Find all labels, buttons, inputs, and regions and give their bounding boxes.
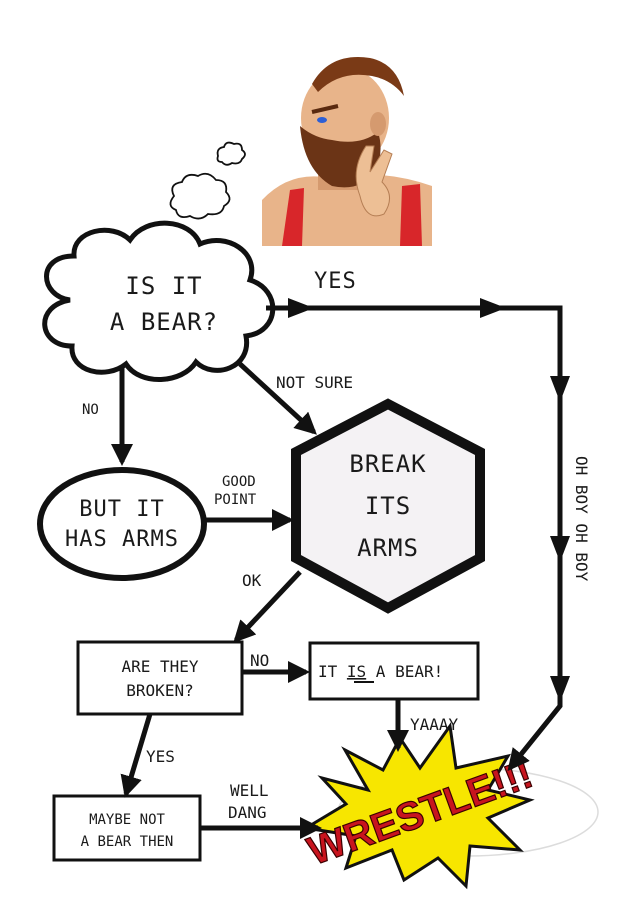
it-is-a-bear-pre: IT (318, 662, 347, 681)
thought-bubble-puffs-icon (169, 141, 246, 220)
are-they-broken-line2: BROKEN? (126, 681, 193, 700)
but-it-has-arms-ellipse (37, 467, 207, 581)
it-is-a-bear-post: A BEAR! (366, 662, 443, 681)
is-it-a-bear-line2: A BEAR? (110, 308, 218, 336)
edge-no-left: NO (82, 402, 99, 418)
maybe-not-a-bear-line2: A BEAR THEN (81, 834, 174, 850)
edge-no-mid: NO (250, 651, 269, 670)
it-is-a-bear-box (308, 641, 480, 701)
edge-not-sure: NOT SURE (276, 373, 353, 392)
is-it-a-bear-cloud (42, 220, 276, 382)
it-is-a-bear-text: IT IS A BEAR! (318, 662, 443, 681)
edge-well-dang-1: WELL (230, 781, 269, 800)
break-its-arms-hexagon (291, 398, 485, 614)
are-they-broken-box (76, 640, 244, 716)
are-they-broken-line1: ARE THEY (121, 657, 198, 676)
yes-path-arrowheads (288, 298, 570, 702)
edge-oh-boy: OH BOY OH BOY (572, 456, 591, 582)
break-its-arms-line1: BREAK (349, 450, 426, 478)
break-its-arms-line2: ITS (365, 492, 411, 520)
but-it-has-arms-line1: BUT IT (79, 497, 164, 522)
ok-arrow (233, 570, 302, 643)
edge-good-point-1: GOOD (222, 474, 256, 490)
edge-good-point-2: POINT (214, 492, 257, 508)
edge-yaaay: YAAAY (410, 715, 459, 734)
edge-yes-low: YES (146, 747, 175, 766)
yes-low-arrow (120, 713, 153, 798)
edge-well-dang-2: DANG (228, 803, 267, 822)
thinking-wrestler-icon (262, 57, 432, 246)
but-it-has-arms-line2: HAS ARMS (65, 527, 179, 552)
edge-yes-top: YES (314, 269, 357, 294)
edge-ok: OK (242, 571, 262, 590)
not-sure-arrow (238, 362, 317, 435)
maybe-not-a-bear-box (52, 794, 202, 862)
yes-path (266, 305, 563, 772)
it-is-a-bear-emphasis: IS (347, 662, 366, 681)
maybe-not-a-bear-line1: MAYBE NOT (89, 812, 165, 828)
break-its-arms-line3: ARMS (357, 534, 419, 562)
is-it-a-bear-line1: IS IT (125, 272, 202, 300)
